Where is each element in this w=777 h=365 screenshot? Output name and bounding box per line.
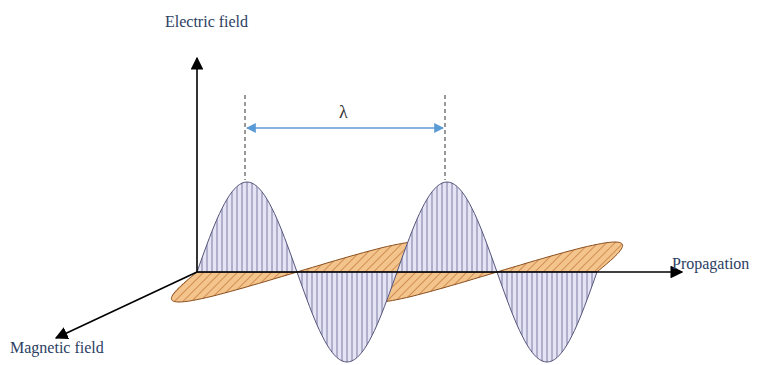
wavelength-marker <box>245 95 246 180</box>
electric-lobe <box>297 272 397 362</box>
magnetic-axis <box>56 272 197 338</box>
wavelength-label: λ <box>337 102 350 124</box>
magnetic-lobe <box>171 272 297 302</box>
magnetic-lobe <box>497 242 623 272</box>
propagation-axis <box>197 271 682 273</box>
electric-lobe <box>397 182 497 272</box>
electric-lobe <box>197 182 297 272</box>
electric-axis <box>196 58 198 272</box>
wavelength-arrow <box>247 127 443 128</box>
axis-label: Electric field <box>165 12 248 31</box>
axis-label: Magnetic field <box>10 338 104 357</box>
electric-lobe <box>497 272 597 362</box>
wavelength-marker <box>445 95 446 180</box>
axis-label: Propagation <box>672 254 749 273</box>
